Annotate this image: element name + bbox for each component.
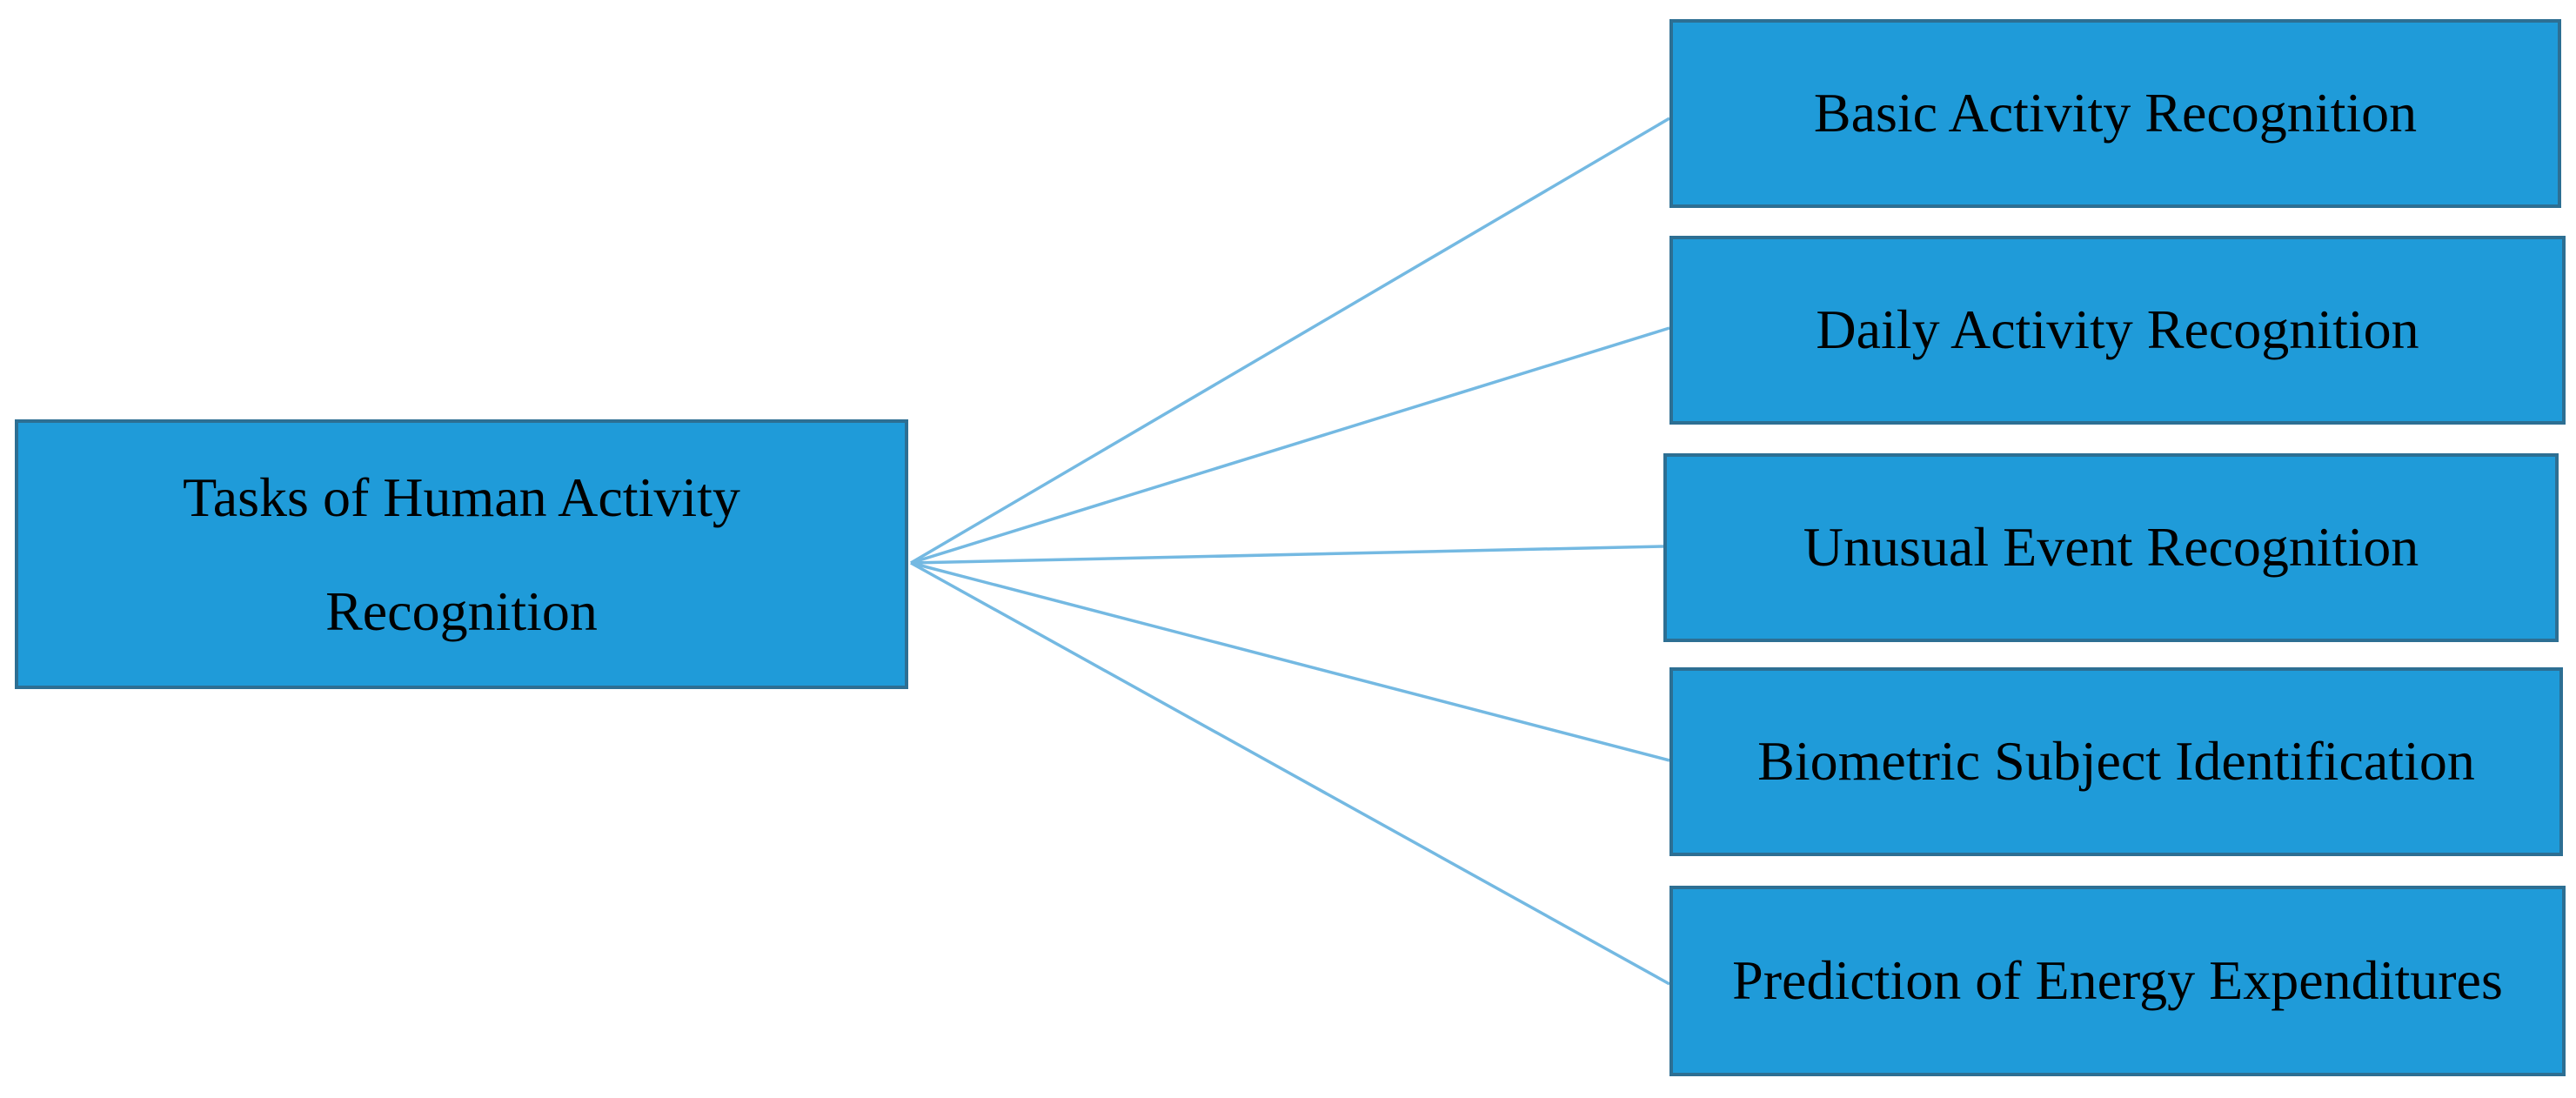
root-node-label: Tasks of Human Activity Recognition	[183, 440, 740, 668]
task-node-unusual-event-recognition: Unusual Event Recognition	[1663, 453, 2559, 642]
connector-line-3	[910, 545, 1664, 565]
task-node-label: Unusual Event Recognition	[1803, 516, 2419, 579]
task-node-daily-activity-recognition: Daily Activity Recognition	[1669, 236, 2566, 425]
root-node-label-line-1: Tasks of Human Activity	[183, 465, 740, 528]
root-node-box: Tasks of Human Activity Recognition	[15, 419, 908, 689]
task-node-label: Prediction of Energy Expenditures	[1732, 949, 2503, 1012]
task-node-basic-activity-recognition: Basic Activity Recognition	[1669, 19, 2561, 208]
root-node-label-line-2: Recognition	[325, 580, 598, 642]
connector-line-1	[910, 117, 1670, 565]
connector-line-4	[910, 561, 1670, 762]
task-node-biometric-subject-identification: Biometric Subject Identification	[1669, 667, 2563, 856]
connector-line-2	[910, 326, 1670, 565]
task-node-label: Basic Activity Recognition	[1813, 82, 2418, 144]
task-node-prediction-of-energy-expenditures: Prediction of Energy Expenditures	[1669, 886, 2566, 1076]
task-node-label: Biometric Subject Identification	[1757, 730, 2475, 793]
connector-line-5	[910, 561, 1670, 986]
task-node-label: Daily Activity Recognition	[1816, 298, 2419, 361]
